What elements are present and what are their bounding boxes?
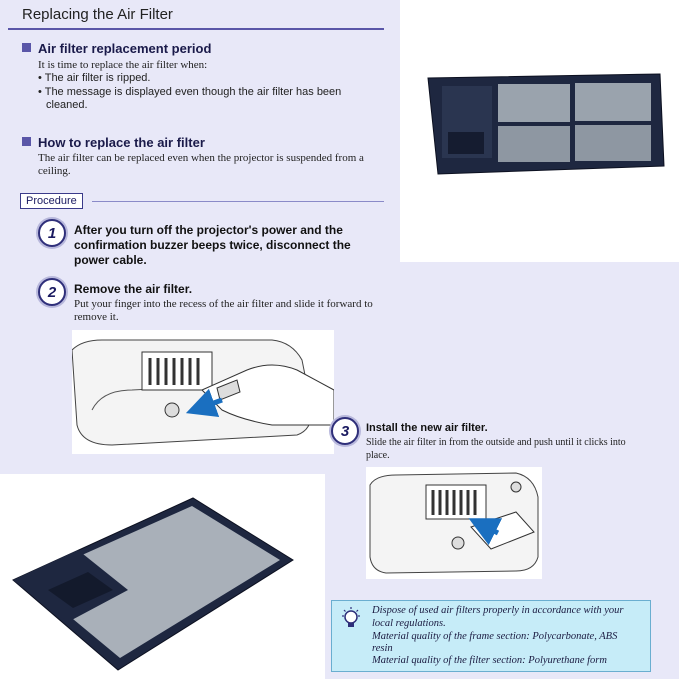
title-rule <box>8 28 384 30</box>
section2-text: The air filter can be replaced even when… <box>38 152 364 164</box>
note-text: Material quality of the frame section: P… <box>372 631 618 642</box>
page-title: Replacing the Air Filter <box>22 6 173 23</box>
step1-text: confirmation buzzer beeps twice, disconn… <box>74 238 351 252</box>
step1-text: After you turn off the projector's power… <box>74 223 343 237</box>
bullet-item: • The message is displayed even though t… <box>38 86 342 98</box>
manual-page-top <box>0 0 400 262</box>
procedure-label: Procedure <box>20 193 83 209</box>
procedure-rule <box>92 201 384 202</box>
step-circle-icon: 1 <box>38 219 66 247</box>
lightbulb-icon <box>340 607 362 636</box>
step-circle-icon: 3 <box>331 417 359 445</box>
remove-filter-illustration <box>72 330 334 454</box>
step3-title: Install the new air filter. <box>366 422 488 434</box>
step3-body: Slide the air filter in from the outside… <box>366 437 626 448</box>
bullet-square-icon <box>22 137 31 146</box>
note-text: Material quality of the filter section: … <box>372 655 607 666</box>
air-filter-photo-bottom <box>8 490 318 680</box>
note-text: Dispose of used air filters properly in … <box>372 605 624 616</box>
step2-body: remove it. <box>74 311 119 323</box>
section1-intro: It is time to replace the air filter whe… <box>38 59 208 71</box>
section-heading-period: Air filter replacement period <box>22 41 211 56</box>
note-text: local regulations. <box>372 618 446 629</box>
step2-body: Put your finger into the recess of the a… <box>74 298 373 310</box>
install-filter-illustration <box>366 467 542 579</box>
note-text: resin <box>372 643 393 654</box>
step-circle-icon: 2 <box>38 278 66 306</box>
bullet-square-icon <box>22 43 31 52</box>
bullet-item-continuation: cleaned. <box>46 99 88 111</box>
step1-text: power cable. <box>74 253 147 267</box>
note-box: Dispose of used air filters properly in … <box>331 600 651 672</box>
step2-title: Remove the air filter. <box>74 282 193 296</box>
section2-text: ceiling. <box>38 165 71 177</box>
air-filter-photo-top <box>420 70 670 185</box>
section-heading-how: How to replace the air filter <box>22 135 205 150</box>
bullet-item: • The air filter is ripped. <box>38 72 151 84</box>
step3-body: place. <box>366 450 390 461</box>
